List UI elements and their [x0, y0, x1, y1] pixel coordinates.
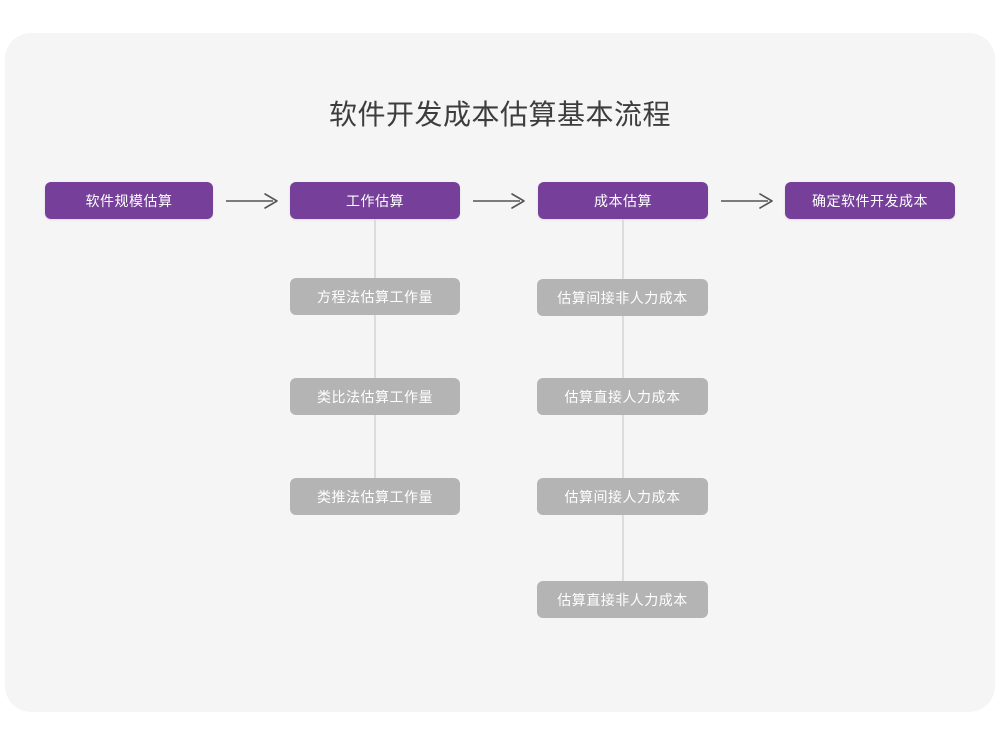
stage-box-software-scale-estimation[interactable]: 软件规模估算 — [45, 182, 213, 219]
sub-box-indirect-nonlabor-cost[interactable]: 估算间接非人力成本 — [537, 279, 708, 316]
page-title: 软件开发成本估算基本流程 — [328, 99, 671, 130]
stage-box-cost-estimation[interactable]: 成本估算 — [538, 182, 708, 219]
arrow-right-icon — [720, 192, 776, 210]
stage-box-effort-estimation[interactable]: 工作估算 — [290, 182, 460, 219]
arrow-right-icon — [472, 192, 528, 210]
sub-box-direct-nonlabor-cost[interactable]: 估算直接非人力成本 — [537, 581, 708, 618]
sub-box-analogy-method-effort[interactable]: 类比法估算工作量 — [290, 378, 460, 415]
sub-box-analogical-method-effort[interactable]: 类推法估算工作量 — [290, 478, 460, 515]
branch-connector-line — [374, 219, 376, 479]
stage-box-determine-development-cost[interactable]: 确定软件开发成本 — [785, 182, 955, 219]
arrow-right-icon — [225, 192, 281, 210]
sub-box-direct-labor-cost[interactable]: 估算直接人力成本 — [537, 378, 708, 415]
sub-box-indirect-labor-cost[interactable]: 估算间接人力成本 — [537, 478, 708, 515]
sub-box-equation-method-effort[interactable]: 方程法估算工作量 — [290, 278, 460, 315]
diagram-panel — [5, 33, 995, 712]
